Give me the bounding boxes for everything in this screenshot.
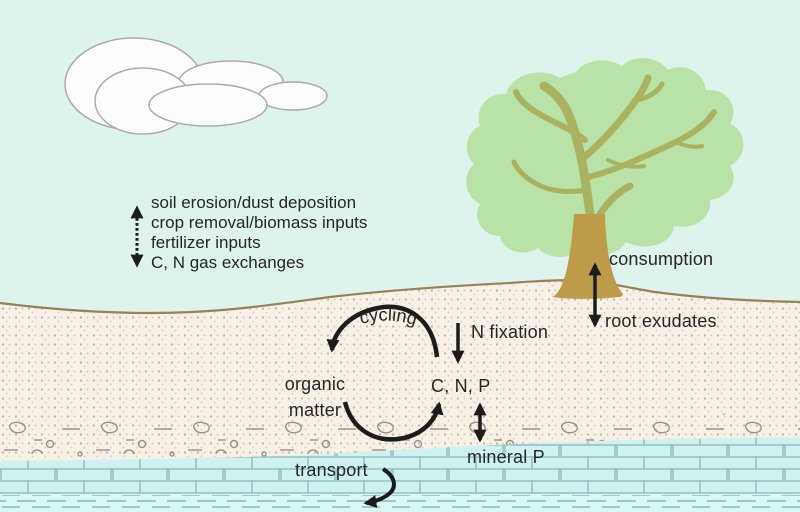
water-table-bricks (0, 437, 800, 494)
flux-line-fertilizer: fertilizer inputs (151, 233, 261, 252)
mineral-p-label: mineral P (467, 447, 545, 467)
consumption-label: consumption (609, 249, 714, 269)
cloud-lower-right (148, 83, 268, 127)
tree-branches (511, 74, 717, 219)
cycling-bottom-arc-arrow (342, 401, 444, 442)
nutrient-pool-label: C, N, P (431, 376, 491, 396)
atmosphere-flux-list: soil erosion/dust deposition crop remova… (151, 193, 367, 273)
deep-layer-dashes (0, 495, 800, 512)
organic-matter-line1: organic (284, 374, 346, 394)
root-exudates-label: root exudates (605, 311, 717, 331)
ground-surface-line (0, 278, 800, 315)
flux-line-gas-exchanges: C, N gas exchanges (151, 253, 305, 272)
organic-matter-line2: matter (288, 400, 342, 420)
cycling-top-arc-arrow (326, 304, 440, 358)
tree-canopy (466, 58, 744, 257)
tree (466, 58, 744, 299)
tree-trunk (552, 214, 623, 299)
arrows (130, 205, 602, 508)
organic-matter-label: organic matter (250, 371, 380, 423)
n-fixation-label: N fixation (471, 322, 549, 342)
flux-line-crop-removal: crop removal/biomass inputs (151, 213, 368, 232)
transport-arrow (363, 467, 396, 508)
flux-line-soil-erosion: soil erosion/dust deposition (151, 193, 357, 212)
cloud-group (64, 37, 328, 135)
transport-label: transport (295, 460, 368, 480)
cloud-far-right (258, 81, 328, 111)
